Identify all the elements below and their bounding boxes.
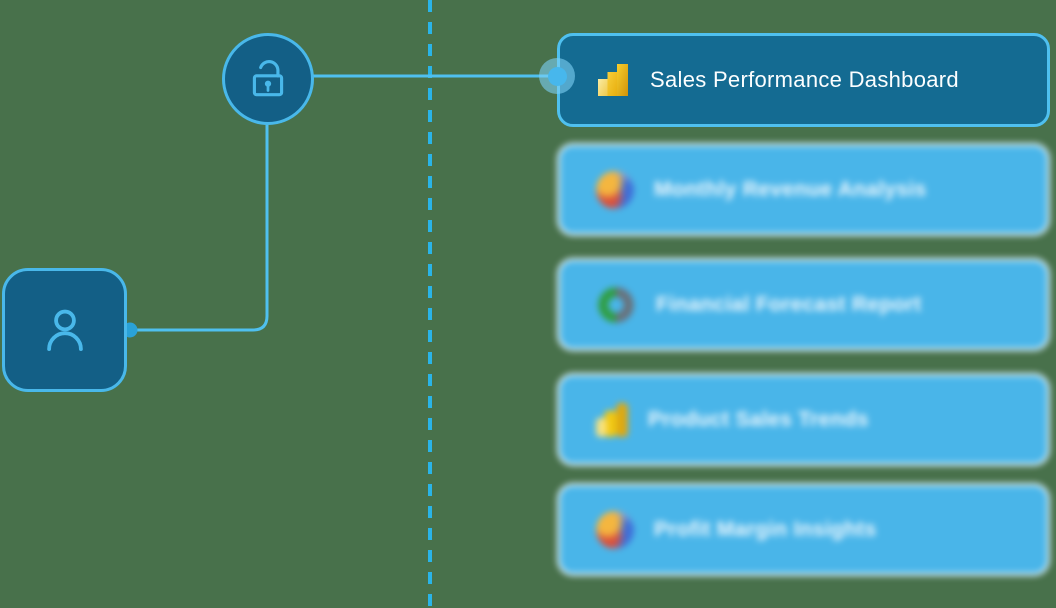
pie-chart-multicolor-icon — [596, 510, 634, 549]
lock-node — [222, 33, 314, 125]
report-label: Monthly Revenue Analysis — [654, 177, 927, 201]
person-icon — [46, 309, 83, 352]
report-card-locked[interactable]: Monthly Revenue Analysis — [557, 143, 1050, 236]
report-label: Profit Margin Insights — [654, 517, 877, 541]
connection-point-inner — [548, 67, 567, 86]
pie-chart-multicolor-icon — [596, 170, 634, 209]
dashed-divider — [428, 0, 432, 608]
report-card-active[interactable]: Sales Performance Dashboard — [557, 33, 1050, 127]
power-bi-icon — [598, 64, 628, 96]
report-card-locked[interactable]: Profit Margin Insights — [557, 483, 1050, 576]
user-node — [2, 268, 127, 392]
report-label: Sales Performance Dashboard — [650, 67, 959, 92]
donut-green-icon — [598, 286, 634, 323]
report-label: Financial Forecast Report — [656, 292, 922, 316]
report-label: Product Sales Trends — [648, 407, 869, 431]
report-card-locked[interactable]: Financial Forecast Report — [557, 258, 1050, 351]
unlock-icon — [252, 60, 284, 97]
report-card-locked[interactable]: Product Sales Trends — [557, 373, 1050, 466]
bar-chart-gold-icon — [596, 402, 628, 437]
